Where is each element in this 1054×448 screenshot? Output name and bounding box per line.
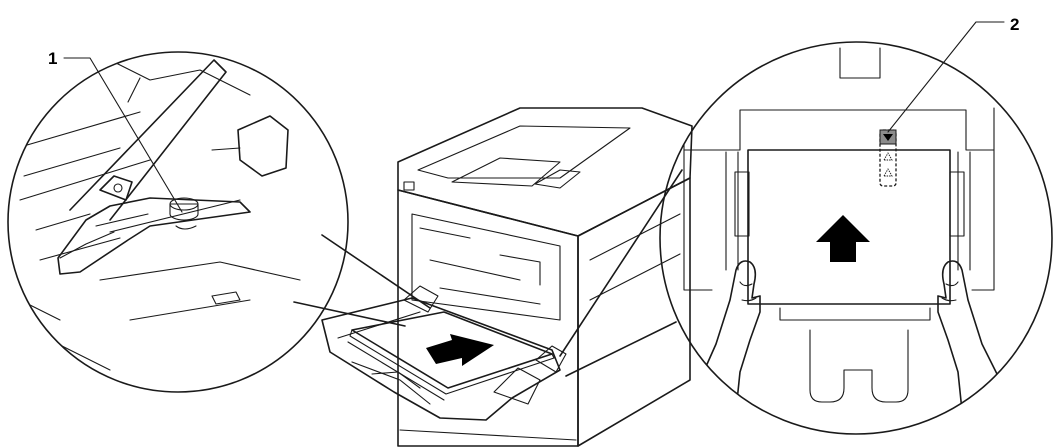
magnifier-left-support-flap [7, 51, 431, 393]
multipurpose-tray [321, 285, 567, 421]
callout-label-2: 2 [1010, 15, 1019, 34]
callout-1: 1 [48, 49, 183, 213]
left-paper-guide [734, 171, 750, 237]
paper-feed-arrow-icon [426, 334, 494, 366]
max-paper-mark-icon [879, 129, 897, 187]
left-hand [689, 260, 761, 431]
magnifier-right-paper-guides [559, 41, 1053, 435]
callout-label-1: 1 [48, 49, 57, 68]
flap-knob [169, 203, 199, 221]
right-hand [937, 260, 1011, 431]
paper-up-arrow-icon [816, 215, 870, 262]
paper-sheet [747, 149, 951, 305]
printer-illustration [397, 107, 693, 447]
callout-2: 2 [887, 15, 1019, 133]
right-paper-guide [949, 171, 965, 237]
